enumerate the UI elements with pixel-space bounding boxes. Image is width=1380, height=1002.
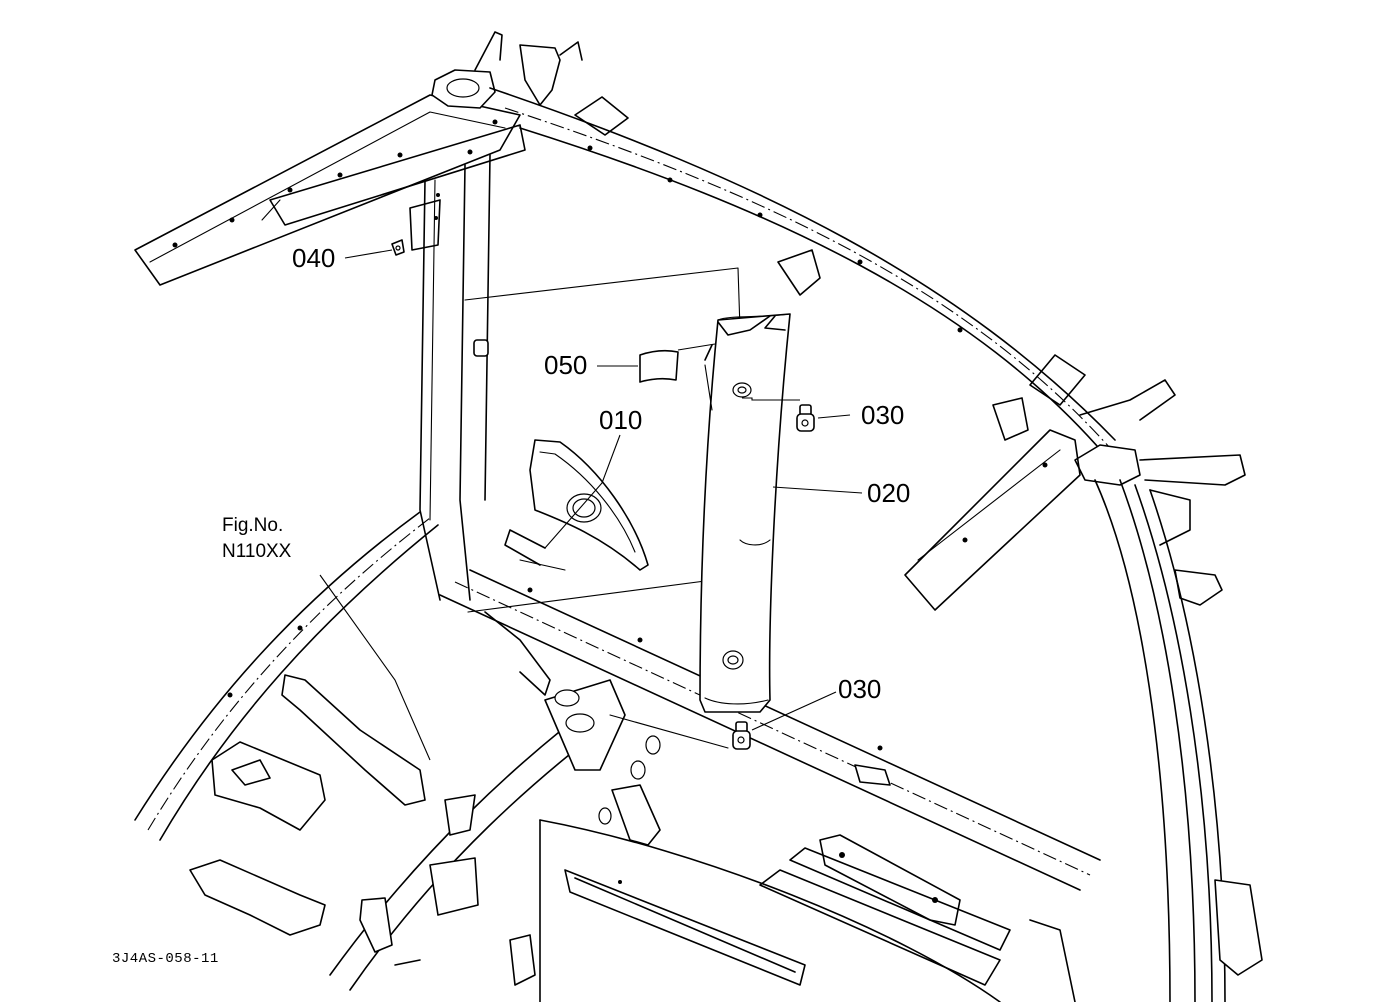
part-030-clip-lower (732, 721, 751, 750)
callout-050: 050 (544, 350, 587, 380)
leader-lines (319, 249, 863, 761)
part-040-screw (391, 239, 405, 256)
left-lower-arc-beam (134, 511, 439, 841)
floor-panel (539, 819, 1076, 1002)
floor-parts (189, 611, 661, 986)
right-pillar (1094, 479, 1263, 1002)
part-010-trim-panel (504, 439, 649, 571)
fig-ref-line2: N110XX (222, 541, 292, 562)
callout-010: 010 (599, 405, 642, 435)
roof-arc-beam (489, 87, 1116, 456)
callout-020: 020 (867, 478, 910, 508)
callout-030-lower: 030 (838, 674, 881, 704)
right-sub-beam (904, 429, 1081, 611)
drawing-code: 3J4AS-058-11 (112, 951, 219, 967)
part-030-clip-upper (796, 404, 815, 432)
part-020-pillar-trim (699, 313, 791, 713)
roof-frame-left (134, 94, 526, 286)
roof-corner-node (431, 31, 629, 136)
roof-right-node (1029, 354, 1246, 606)
callout-040: 040 (292, 243, 335, 273)
part-050-pad (639, 349, 679, 383)
fig-ref-line1: Fig.No. (222, 515, 283, 536)
callout-030-upper: 030 (861, 400, 904, 430)
left-pillar (409, 154, 491, 601)
